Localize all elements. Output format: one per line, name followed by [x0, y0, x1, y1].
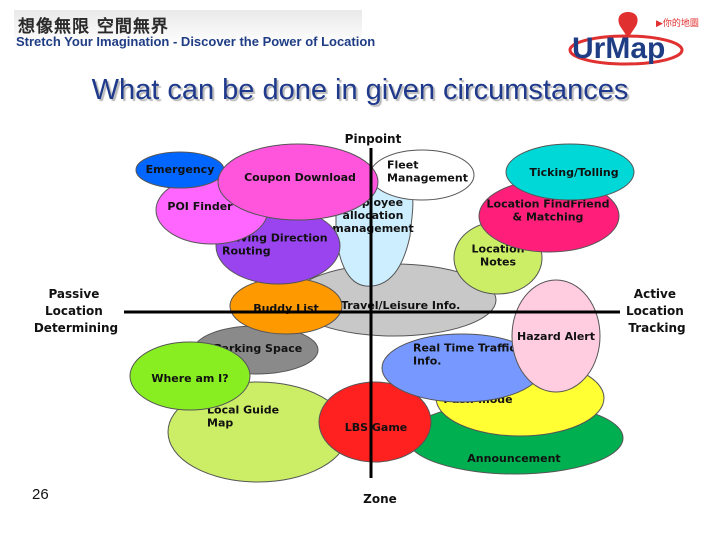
page-number: 26 [32, 486, 49, 503]
bubble-label-line: Map [207, 417, 233, 430]
bubble-coupon-download: Coupon Download [217, 143, 379, 221]
bubble-label-line: Info. [413, 355, 441, 368]
bubble-label-parking-space: Parking Space [214, 342, 302, 355]
bubble-label-line: Emergency [146, 163, 215, 176]
bubble-label-line: Fleet [387, 159, 418, 172]
bubble-label-line: Hazard Alert [517, 330, 595, 343]
logo-swoosh [568, 34, 684, 66]
bubble-label-coupon-download: Coupon Download [244, 171, 356, 184]
bubble-label-line: Coupon Download [244, 171, 356, 184]
english-slogan: Stretch Your Imagination - Discover the … [16, 34, 376, 49]
bubble-label-line: management [332, 222, 414, 235]
bubble-label-line: & Matching [513, 211, 584, 224]
bubble-label-location-findfriend: Location FindFriend& Matching [487, 198, 610, 224]
axis-label-active: Active Location Tracking [626, 287, 688, 335]
bubble-label-line: Where am I? [151, 372, 228, 385]
bubble-label-emergency: Emergency [146, 163, 215, 176]
bubble-label-line: POI Finder [167, 200, 233, 213]
bubble-label-line: Ticking/Tolling [529, 166, 618, 179]
bubble-ticking-tolling: Ticking/Tolling [505, 143, 635, 201]
bubble-label-poi-finder: POI Finder [167, 200, 233, 213]
bubble-hazard-alert: Hazard Alert [511, 279, 601, 393]
bubble-label-lbs-game: LBS Game [345, 421, 408, 434]
logo-cn-text: ▶你的地圖 [656, 17, 699, 29]
bubble-emergency: Emergency [135, 151, 225, 189]
slide-title: What can be done in given circumstances [91, 74, 629, 106]
urmap-logo: UrMap ▶你的地圖 [568, 12, 699, 66]
bubble-label-line: Location FindFriend [487, 198, 610, 211]
header-banner: 想像無限 空間無界 Stretch Your Imagination - Dis… [14, 10, 375, 62]
bubble-buddy-list: Buddy List [229, 277, 343, 335]
bubble-where-am-i: Where am I? [129, 341, 251, 411]
bubble-label-line: Announcement [467, 452, 560, 465]
bubble-label-line: Management [387, 172, 468, 185]
bubble-label-line: allocation [343, 209, 404, 222]
bubble-shape-coupon-download [217, 143, 379, 221]
bubble-label-line: Parking Space [214, 342, 302, 355]
logo-wordmark: UrMap [572, 32, 665, 65]
bubble-shape-hazard-alert [511, 279, 601, 393]
bubble-shape-ticking-tolling [505, 143, 635, 201]
bubble-label-hazard-alert: Hazard Alert [517, 330, 595, 343]
logo-location-marker-icon [618, 12, 638, 38]
axis-label-pinpoint: Pinpoint [345, 132, 402, 146]
axis-label-zone: Zone [363, 492, 397, 506]
bubble-shape-lbs-game [318, 381, 432, 463]
bubble-label-line: Local Guide [207, 404, 279, 417]
bubble-label-line: Real Time Traffic [413, 342, 516, 355]
bubble-label-line: Travel/Leisure Info. [341, 299, 460, 312]
axes-layer: Pinpoint Zone Passive Location Determini… [34, 132, 688, 506]
bubble-label-line: LBS Game [345, 421, 408, 434]
chinese-slogan: 想像無限 空間無界 [18, 17, 169, 37]
bubble-label-travel-leisure: Travel/Leisure Info. [341, 299, 460, 312]
bubble-label-ticking-tolling: Ticking/Tolling [529, 166, 618, 179]
bubble-label-where-am-i: Where am I? [151, 372, 228, 385]
axis-label-passive: Passive Location Determining [34, 287, 118, 335]
bubble-shape-where-am-i [129, 341, 251, 411]
bubble-label-announcement: Announcement [467, 452, 560, 465]
bubble-label-line: Notes [480, 256, 516, 269]
bubble-label-line: Routing [222, 245, 271, 258]
bubble-lbs-game: LBS Game [318, 381, 432, 463]
